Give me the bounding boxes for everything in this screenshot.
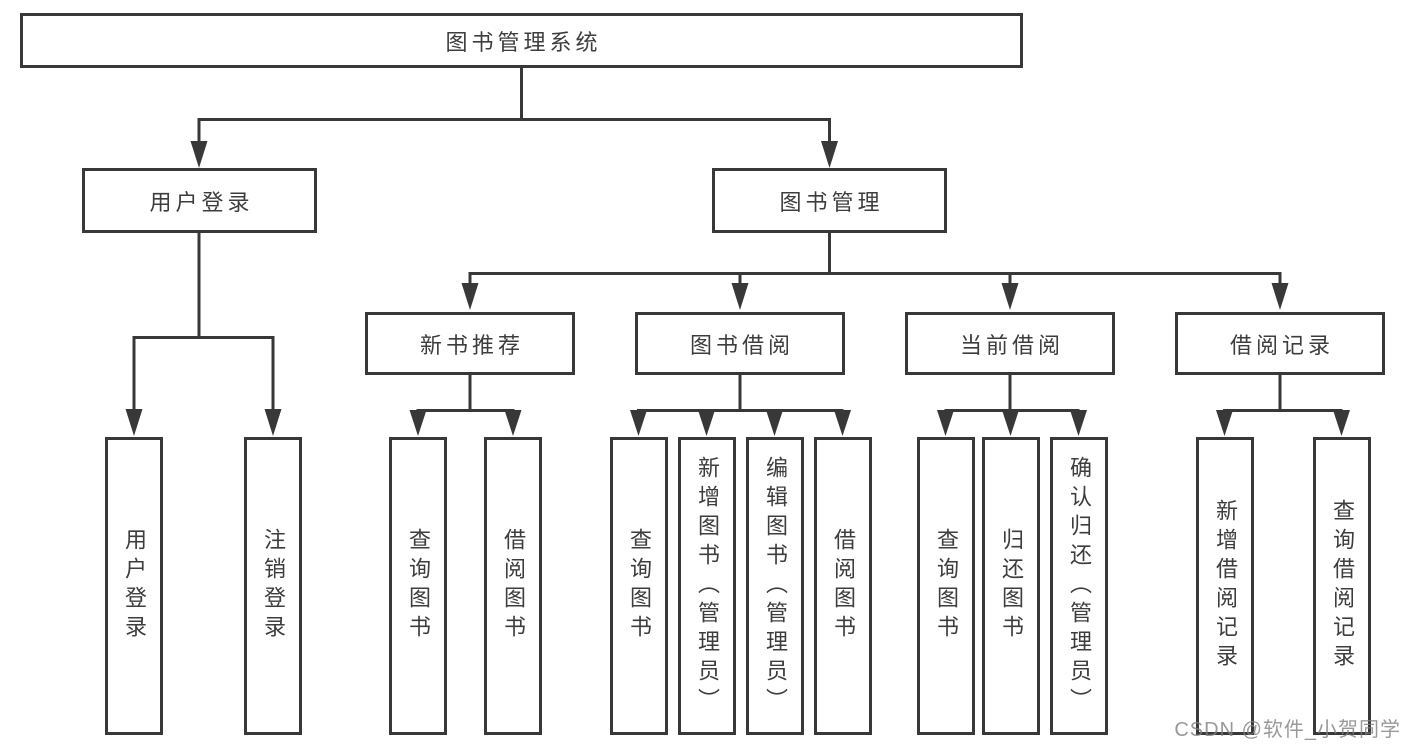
- connector-current-borrow-children: [937, 373, 1087, 436]
- node-leaf-return-books: 归还图书: [982, 437, 1040, 735]
- arrow-down-icon: [1002, 410, 1019, 436]
- node-borrow-record: 借阅记录: [1175, 312, 1385, 375]
- node-leaf-query-borrow-record: 查询借阅记录: [1313, 437, 1371, 735]
- node-new-book-recommend: 新书推荐: [365, 312, 575, 375]
- connector-book-management-children: [461, 231, 1289, 310]
- node-leaf-user-login-label: 用户登录: [122, 528, 147, 644]
- node-leaf-query-books-2-label: 查询图书: [627, 528, 652, 644]
- node-leaf-query-books-1: 查询图书: [389, 437, 447, 735]
- connector-new-book-recommend-children: [409, 373, 522, 436]
- node-leaf-return-books-label: 归还图书: [999, 528, 1024, 644]
- arrow-down-icon: [125, 409, 143, 436]
- node-leaf-edit-books-admin-label: 编辑图书（管理员）: [763, 455, 788, 717]
- node-leaf-borrow-books-1: 借阅图书: [484, 437, 542, 735]
- arrow-down-icon: [1216, 410, 1233, 436]
- node-leaf-confirm-return-admin-label: 确认归还（管理员）: [1067, 455, 1092, 717]
- csdn-watermark: CSDN @软件_小贺同学: [1174, 719, 1401, 741]
- arrow-down-icon: [1271, 283, 1289, 310]
- node-leaf-user-login: 用户登录: [105, 437, 163, 735]
- node-leaf-query-books-3-label: 查询图书: [934, 528, 959, 644]
- node-leaf-query-books-3: 查询图书: [917, 437, 975, 735]
- arrow-down-icon: [937, 410, 954, 436]
- connector-borrow-record-children: [1216, 373, 1350, 436]
- arrow-down-icon: [1070, 410, 1087, 436]
- node-leaf-borrow-books-2: 借阅图书: [814, 437, 872, 735]
- node-leaf-add-books-admin: 新增图书（管理员）: [678, 437, 736, 735]
- arrow-down-icon: [834, 410, 851, 436]
- arrow-down-icon: [1001, 283, 1019, 310]
- node-leaf-query-borrow-record-label: 查询借阅记录: [1330, 499, 1355, 673]
- node-book-borrow: 图书借阅: [635, 312, 845, 375]
- arrow-down-icon: [1333, 410, 1350, 436]
- node-leaf-borrow-books-2-label: 借阅图书: [831, 528, 856, 644]
- arrow-down-icon: [630, 410, 647, 436]
- node-leaf-borrow-books-1-label: 借阅图书: [501, 528, 526, 644]
- connector-user-login-children: [125, 231, 282, 436]
- node-leaf-add-books-admin-label: 新增图书（管理员）: [695, 455, 720, 717]
- arrow-down-icon: [409, 410, 427, 436]
- node-leaf-query-books-1-label: 查询图书: [406, 528, 431, 644]
- node-book-management: 图书管理: [712, 168, 947, 233]
- node-borrow-record-label: 借阅记录: [1229, 332, 1334, 358]
- arrow-down-icon: [461, 283, 479, 310]
- node-leaf-edit-books-admin: 编辑图书（管理员）: [746, 437, 804, 735]
- node-user-login-label: 用户登录: [149, 189, 254, 215]
- arrow-down-icon: [504, 410, 522, 436]
- node-new-book-recommend-label: 新书推荐: [419, 332, 524, 358]
- connector-book-borrow-children: [630, 373, 851, 436]
- node-root-label: 图书管理系统: [445, 29, 602, 55]
- arrow-down-icon: [731, 283, 749, 310]
- node-root: 图书管理系统: [20, 13, 1023, 68]
- node-leaf-add-borrow-record: 新增借阅记录: [1196, 437, 1254, 735]
- arrow-down-icon: [264, 409, 282, 436]
- node-current-borrow: 当前借阅: [905, 312, 1115, 375]
- node-book-borrow-label: 图书借阅: [689, 332, 794, 358]
- node-leaf-logout-label: 注销登录: [261, 528, 286, 644]
- node-current-borrow-label: 当前借阅: [959, 332, 1064, 358]
- node-leaf-confirm-return-admin: 确认归还（管理员）: [1050, 437, 1108, 735]
- arrow-down-icon: [821, 141, 838, 168]
- node-user-login: 用户登录: [82, 168, 317, 233]
- connector-root-to-level2: [190, 66, 838, 168]
- node-leaf-logout: 注销登录: [244, 437, 302, 735]
- arrow-down-icon: [766, 410, 783, 436]
- arrow-down-icon: [190, 141, 208, 168]
- node-leaf-query-books-2: 查询图书: [610, 437, 668, 735]
- arrow-down-icon: [698, 410, 715, 436]
- node-leaf-add-borrow-record-label: 新增借阅记录: [1213, 499, 1238, 673]
- node-book-management-label: 图书管理: [779, 189, 884, 215]
